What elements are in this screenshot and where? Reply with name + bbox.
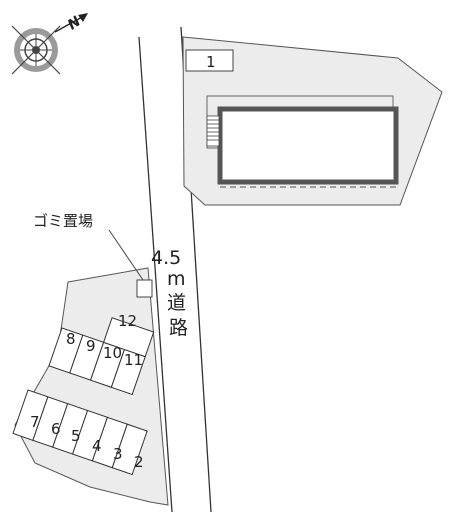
space-label-8: 8 — [66, 330, 76, 348]
parking-lower-row — [12, 389, 148, 476]
space-label-7: 7 — [30, 413, 40, 431]
road-edge-left — [138, 36, 173, 513]
road-name-char-1: 道 — [167, 292, 186, 314]
compass: N — [11, 13, 88, 75]
space-label-4: 4 — [92, 437, 102, 455]
road-name-char-2: 路 — [169, 317, 188, 339]
parking-lot-area — [14, 267, 169, 506]
stairs-icon — [206, 115, 220, 147]
space-label-9: 9 — [86, 337, 96, 355]
road-unit-label: m — [167, 268, 186, 290]
space-label-12: 12 — [118, 312, 137, 330]
space-label-6: 6 — [51, 420, 61, 438]
north-arrow-icon — [54, 13, 88, 33]
road-width-label: 4.5 — [151, 247, 181, 269]
parking-upper-row — [48, 317, 155, 396]
parking-lot: ゴミ置場 12 8 9 10 11 7 6 5 4 3 2 — [12, 212, 169, 506]
building-body — [217, 106, 399, 185]
space-label-11: 11 — [124, 351, 143, 369]
trash-leader-line — [108, 229, 144, 281]
trash-area-label: ゴミ置場 — [33, 212, 93, 230]
parking-space — [111, 423, 148, 476]
space-label-10: 10 — [103, 344, 122, 362]
building-lot: 1 — [182, 36, 443, 206]
parking-space — [102, 317, 155, 358]
space-label-5: 5 — [71, 427, 81, 445]
building-number: 1 — [206, 53, 216, 71]
building-number-box — [185, 49, 234, 72]
compass-rose-icon — [11, 25, 61, 75]
space-label-3: 3 — [113, 445, 123, 463]
space-label-2: 2 — [134, 453, 144, 471]
trash-area-box — [136, 279, 153, 298]
